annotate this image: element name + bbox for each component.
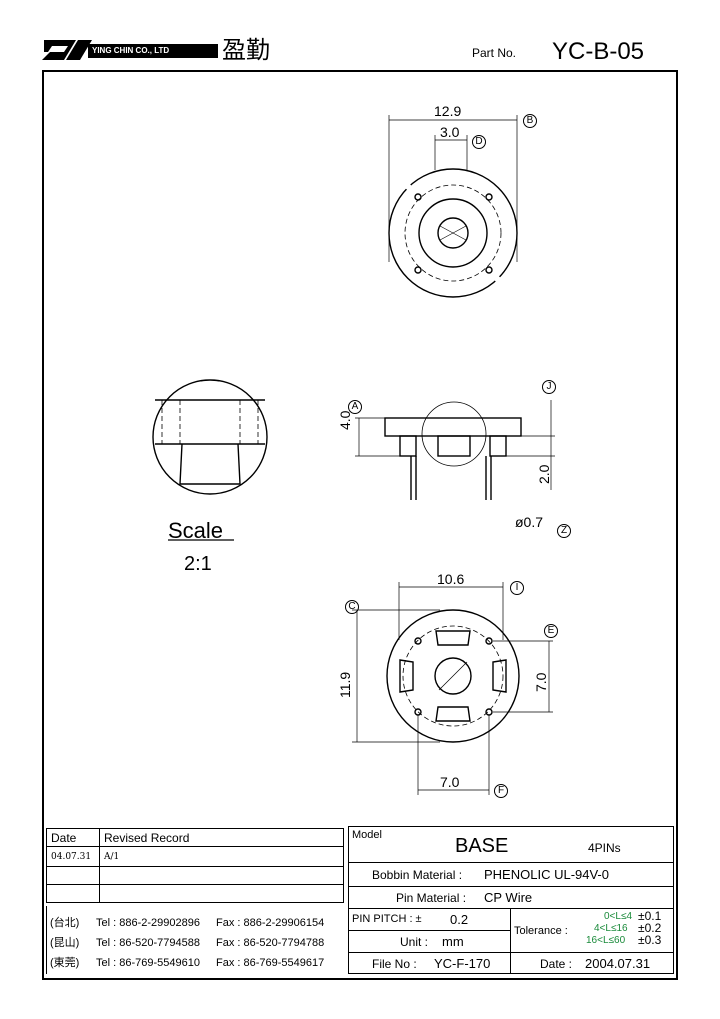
tolerance-value: ±0.3 (638, 933, 662, 947)
drawing-frame (42, 70, 678, 980)
model-label: Model (352, 829, 382, 841)
revision-date (46, 866, 100, 885)
scale-value: 2:1 (184, 553, 212, 575)
bobbin-material-label: Bobbin Material : (372, 868, 463, 882)
revision-date (46, 884, 100, 903)
tolerance-range: 0<L≤4 (604, 911, 633, 922)
revision-date: 04.07.31 (46, 846, 100, 867)
contact-city: (台北) (50, 917, 80, 929)
company-name-bar (88, 44, 218, 58)
pin-pitch-label: PIN PITCH : ± (352, 913, 422, 925)
date-label: Date : (540, 957, 573, 971)
tolerance-label: Tolerance : (514, 925, 568, 937)
contact-tel: Tel : 86-520-7794588 (96, 937, 200, 949)
tolerance-range: 4<L≤16 (594, 923, 628, 934)
company-logo (42, 38, 92, 62)
spec-table (348, 826, 674, 974)
pin-count: 4PINs (588, 841, 621, 855)
pin-material-label: Pin Material : (396, 891, 467, 905)
contact-tel: Tel : 886-2-29902896 (96, 917, 200, 929)
company-name-cn: 盈勤 (222, 36, 270, 64)
contact-tel: Tel : 86-769-5549610 (96, 957, 200, 969)
side-height-tag: A (348, 400, 362, 414)
side-top-tag: J (542, 380, 556, 394)
contact-city: (東莞) (50, 957, 80, 969)
date-value: 2004.07.31 (585, 956, 651, 971)
tolerance-value: ±0.1 (638, 909, 662, 923)
revision-table: Date Revised Record 04.07.31 A/1 (46, 828, 344, 903)
top-width-tag: B (523, 114, 537, 128)
tolerance-range: 16<L≤60 (586, 935, 626, 946)
part-no-label: Part No. (472, 46, 517, 60)
top-inner-dim: 3.0 (440, 124, 460, 140)
contact-fax: Fax : 86-769-5549617 (216, 957, 325, 969)
bottom-width-tag: I (510, 581, 524, 595)
company-name-en: YING CHIN CO., LTD (92, 46, 170, 55)
detail-view (152, 379, 268, 541)
model-name: BASE (455, 835, 509, 857)
unit-label: Unit : (400, 935, 429, 949)
unit-value: mm (442, 934, 464, 949)
side-pin-dia-tag: Z (557, 524, 571, 538)
side-pin-length-dim: 2.0 (536, 464, 552, 484)
revision-col-record: Revised Record (99, 828, 344, 847)
tolerance-value: ±0.2 (638, 921, 662, 935)
revision-record (99, 884, 344, 903)
side-pin-dia-dim: ø0.7 (515, 514, 544, 530)
contact-city: (昆山) (50, 937, 80, 949)
revision-record: A/1 (99, 846, 344, 867)
contacts-box (46, 906, 345, 974)
bottom-pin-v-tag: E (544, 624, 558, 638)
bottom-pin-h-tag: F (494, 784, 508, 798)
bottom-height-dim: 11.9 (337, 671, 353, 698)
revision-record (99, 866, 344, 885)
part-no: YC-B-05 (552, 38, 645, 65)
pin-material-value: CP Wire (484, 890, 533, 905)
pin-pitch-value: 0.2 (450, 912, 469, 927)
bottom-view (352, 582, 553, 795)
revision-col-date: Date (46, 828, 100, 847)
side-height-dim: 4.0 (337, 410, 353, 430)
bottom-pin-h-dim: 7.0 (440, 774, 460, 790)
contact-fax: Fax : 886-2-29906154 (216, 917, 325, 929)
bottom-height-tag: C (345, 600, 359, 614)
top-view (388, 115, 518, 298)
bottom-width-dim: 10.6 (437, 571, 465, 587)
file-no-label: File No : (372, 957, 417, 971)
scale-label: Scale (168, 518, 224, 543)
top-width-dim: 12.9 (434, 103, 462, 119)
side-view (355, 400, 555, 500)
file-no-value: YC-F-170 (434, 956, 491, 971)
bottom-pin-v-dim: 7.0 (533, 672, 549, 692)
contact-fax: Fax : 86-520-7794788 (216, 937, 325, 949)
top-inner-tag: D (472, 135, 486, 149)
bobbin-material-value: PHENOLIC UL-94V-0 (484, 867, 609, 882)
